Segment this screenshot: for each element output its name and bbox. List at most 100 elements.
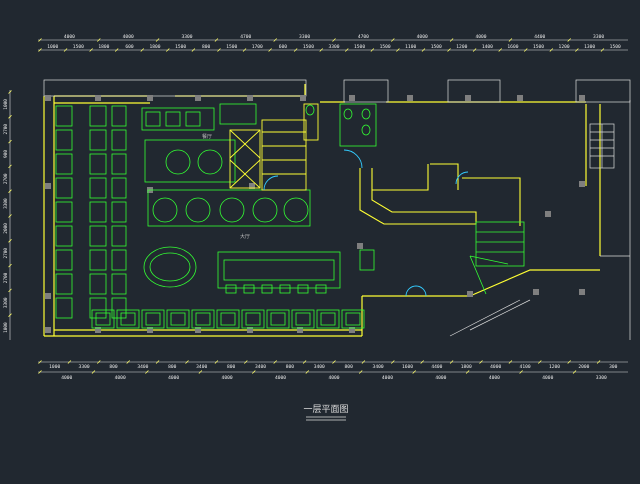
dimension-tick [198, 370, 203, 374]
dimension-tick [567, 38, 571, 42]
dimension-label: 800 [345, 364, 354, 370]
dimension-tick [305, 370, 310, 374]
room-label-dining: 餐厅 [202, 133, 212, 140]
booth-table [245, 312, 261, 326]
dimension-label: 1800 [150, 44, 161, 50]
booth [55, 297, 73, 319]
dimension-tick [8, 239, 12, 243]
dimension-tick [293, 48, 298, 52]
column [579, 289, 585, 295]
dimension-tick [268, 48, 272, 52]
dimension-label: 4000 [115, 375, 126, 381]
dimension-label: 1000 [3, 99, 9, 110]
dimension-label: 3300 [328, 44, 339, 50]
dimension-label: 1500 [354, 44, 365, 50]
column [45, 327, 51, 333]
column [45, 95, 51, 101]
column [45, 183, 51, 189]
dimension-label: 3300 [596, 375, 607, 381]
dimension-tick [412, 370, 416, 374]
dimension-tick [420, 360, 424, 364]
booth [55, 273, 73, 295]
column [407, 95, 413, 101]
dimension-tick [8, 164, 12, 169]
dimension-label: 3300 [593, 34, 604, 40]
dimension-tick [8, 115, 12, 119]
booth [111, 129, 127, 151]
booth [111, 297, 127, 319]
dimension-tick [8, 313, 12, 317]
dimension-label: 900 [3, 150, 9, 158]
dimension-tick [185, 360, 189, 364]
dimension-tick [155, 38, 160, 42]
dimension-tick [67, 360, 72, 364]
column [147, 95, 153, 101]
booth [111, 153, 127, 175]
dimension-lines [9, 39, 628, 373]
dimension-label: 600 [279, 44, 288, 50]
booth [89, 297, 107, 319]
dimension-label: 1500 [380, 44, 391, 50]
central-core [229, 103, 319, 191]
dimension-label: 3300 [3, 297, 9, 308]
dimension-label: 2000 [578, 364, 589, 370]
dimension-label: 3300 [3, 198, 9, 209]
dimension-tick [508, 360, 513, 364]
dimension-tick [97, 360, 101, 364]
dimension-tick [244, 360, 248, 364]
dimension-tick [319, 48, 324, 52]
dimension-tick [97, 38, 101, 42]
dimension-label: 4000 [489, 375, 500, 381]
dimension-label: 4000 [435, 375, 446, 381]
dimension-label: 800 [109, 364, 118, 370]
top-outline [43, 79, 631, 340]
dimension-label: 4000 [64, 34, 75, 40]
dimension-tick [538, 360, 542, 364]
dimension-tick [8, 214, 12, 218]
window-tables [141, 103, 257, 131]
dimension-tick [126, 360, 130, 364]
booth-table [95, 312, 111, 326]
dimension-label: 1100 [405, 44, 416, 50]
dimension-tick [600, 48, 605, 52]
dimension-label: 1200 [456, 44, 467, 50]
dimension-tick [114, 48, 119, 52]
booth [341, 309, 365, 329]
booth [316, 309, 340, 329]
dimension-tick [508, 38, 513, 42]
dimension-label: 1400 [482, 44, 493, 50]
booth [89, 249, 107, 271]
column [195, 327, 201, 333]
door-swings [263, 149, 469, 297]
dimension-label: 1200 [549, 364, 560, 370]
dimension-label: 3300 [299, 34, 310, 40]
booth-table [170, 312, 186, 326]
dimension-label: 2000 [3, 223, 9, 234]
dimension-tick [8, 139, 12, 144]
column [357, 243, 363, 249]
column [247, 327, 253, 333]
dimension-tick [166, 48, 170, 52]
bar-counter [359, 163, 521, 226]
dimension-label: 4000 [382, 375, 393, 381]
booth [55, 177, 73, 199]
room-label-hall: 大厅 [240, 233, 250, 240]
booth [116, 309, 140, 329]
dimension-label: 300 [609, 364, 618, 370]
dimension-label: 3400 [255, 364, 266, 370]
booth-table [220, 312, 236, 326]
booth [55, 153, 73, 175]
booth [55, 249, 73, 271]
dimension-label: 3300 [79, 364, 90, 370]
dimension-label: 4000 [123, 34, 134, 40]
dimension-label: 4000 [275, 375, 286, 381]
dimension-label: 1000 [3, 322, 9, 333]
dimension-tick [273, 360, 277, 364]
dimension-label: 4000 [417, 34, 428, 40]
booth-table [295, 312, 311, 326]
dimension-label: 4000 [168, 375, 179, 381]
dimension-label: 1600 [402, 364, 413, 370]
booth [89, 177, 107, 199]
